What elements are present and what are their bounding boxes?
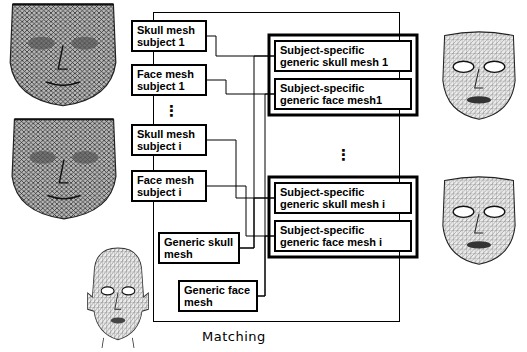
scanned-face	[12, 119, 116, 219]
mesh-box: Face mesh subject i	[131, 170, 207, 202]
box-text: Subject-specific generic skull mesh i	[280, 186, 406, 210]
scanned-face	[10, 4, 116, 106]
fitted-face	[443, 32, 515, 119]
connector	[207, 80, 274, 94]
connector	[258, 236, 274, 296]
mesh-box: Skull mesh subject i	[131, 124, 207, 156]
connector	[207, 36, 274, 56]
mesh-box: Face mesh subject 1	[131, 64, 207, 96]
group-box	[269, 35, 417, 115]
generic-mesh-box: Generic face mesh	[178, 280, 258, 312]
output-mesh-box: Subject-specific generic skull mesh 1	[274, 40, 412, 72]
box-text: Face mesh subject i	[137, 174, 201, 198]
connector	[207, 140, 274, 198]
mesh-box: Skull mesh subject 1	[131, 20, 207, 52]
output-mesh-box: Subject-specific generic face mesh1	[274, 78, 412, 110]
box-text: Skull mesh subject 1	[137, 24, 201, 48]
box-text: Skull mesh subject i	[137, 128, 201, 152]
connector	[207, 186, 274, 236]
box-text: Generic face mesh	[184, 284, 252, 308]
box-text: Generic skull mesh	[164, 236, 234, 260]
box-text: Face mesh subject 1	[137, 68, 201, 92]
connector	[240, 198, 274, 248]
output-mesh-box: Subject-specific generic skull mesh i	[274, 182, 412, 214]
group-box	[269, 177, 417, 257]
box-text: Subject-specific generic skull mesh 1	[280, 44, 406, 68]
ellipsis-mark: ⋮	[336, 148, 351, 163]
frame-caption: Matching	[202, 329, 266, 344]
ellipsis-mark: ⋮	[164, 104, 179, 119]
generic-mesh-box: Generic skull mesh	[158, 232, 240, 264]
output-mesh-box: Subject-specific generic face mesh i	[274, 220, 412, 252]
connector	[258, 94, 274, 296]
box-text: Subject-specific generic face mesh i	[280, 224, 406, 248]
fitted-face	[443, 177, 515, 264]
box-text: Subject-specific generic face mesh1	[280, 82, 406, 106]
connector	[240, 56, 274, 248]
generic-head	[88, 248, 149, 348]
